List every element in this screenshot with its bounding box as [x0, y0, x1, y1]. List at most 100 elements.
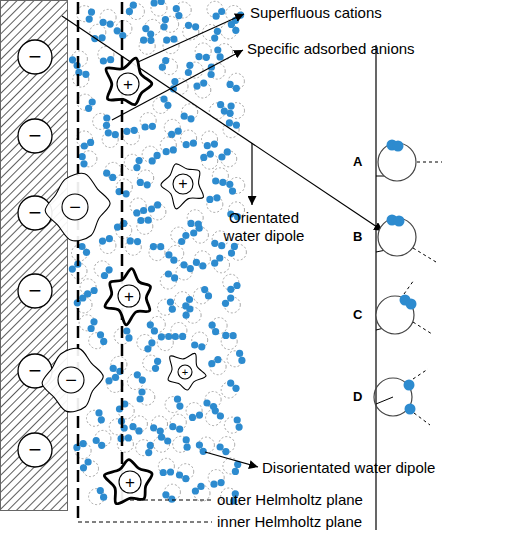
anion: − — [41, 348, 105, 412]
hydrogen-dot — [222, 332, 229, 339]
water-dipole — [191, 332, 208, 350]
hydrogen-dot — [169, 423, 176, 430]
ion-core — [178, 365, 192, 379]
hydrogen-dot — [149, 157, 156, 164]
water-dipole — [137, 388, 155, 405]
hydrogen-dot — [164, 437, 171, 444]
hydrogen-dot — [150, 243, 157, 250]
hydrogen-dot — [138, 388, 145, 395]
hydrogen-dot — [218, 479, 225, 486]
ion-core — [62, 194, 88, 220]
charge-sign: + — [178, 176, 187, 192]
water-dipole — [143, 355, 161, 372]
water-dipole — [110, 356, 127, 375]
hydrogen-dot — [170, 36, 177, 43]
water-dipole — [79, 151, 97, 168]
hydrogen-dot — [109, 174, 116, 181]
hydrogen-dot — [199, 262, 206, 269]
charge-sign: − — [65, 370, 77, 390]
hydrogen-dot — [130, 2, 137, 9]
water-dipole — [228, 243, 247, 260]
hydrogen-dot — [148, 339, 155, 346]
hydrogen-dot — [164, 102, 171, 109]
hydrogen-dot — [90, 318, 97, 325]
cation: + — [101, 57, 155, 111]
water-dipole — [99, 235, 116, 253]
hydrogen-dot — [206, 196, 213, 203]
dipole-axis — [417, 162, 442, 163]
hydrogen-dot — [196, 441, 203, 448]
water-dipole — [226, 178, 245, 195]
hydrogen-dot — [85, 105, 92, 112]
hydrogen-dot — [217, 53, 224, 60]
cation-shell — [168, 353, 206, 390]
text-holder: − — [18, 119, 52, 153]
node-shape — [161, 164, 204, 209]
hydrogen-dot — [154, 152, 161, 159]
hydrogen-dot — [142, 123, 149, 130]
dipole-axis — [404, 280, 414, 294]
water-dipole — [160, 270, 178, 289]
water-dipole — [203, 392, 221, 411]
node-shape — [42, 348, 103, 412]
water-dipole — [221, 332, 237, 350]
hydrogen-dot — [211, 240, 218, 247]
hydrogen-dot — [162, 57, 169, 64]
water-dipole — [160, 137, 177, 155]
hydrogen-dot — [185, 22, 192, 29]
hydrogen-dot — [69, 56, 76, 63]
dipole-axis — [413, 322, 432, 334]
water-dipole — [222, 295, 240, 313]
water-dipole — [176, 261, 194, 280]
hydrogen-dot — [187, 265, 194, 272]
node-shape — [168, 353, 206, 390]
water-dipole — [126, 2, 145, 20]
hydrogen-dot — [232, 468, 239, 475]
text-holder: + — [157, 158, 209, 210]
hydrogen-dot — [219, 179, 226, 186]
water-dipole — [116, 400, 134, 419]
dipole-axis — [413, 369, 428, 379]
hydrogen-dot — [208, 360, 215, 367]
cation: + — [100, 267, 158, 325]
node-shape — [18, 274, 52, 308]
hydrogen-dot — [162, 16, 169, 23]
hydrogen-dot — [86, 16, 93, 23]
hydrogen-dot — [232, 385, 239, 392]
hydrogen-dot — [173, 5, 180, 12]
hydrogen-dot — [191, 341, 198, 348]
hydrogen-dot — [228, 103, 235, 110]
hydrogen-dot — [394, 216, 405, 227]
hydrogen-dot — [170, 257, 177, 264]
hydrogen-dot — [106, 266, 113, 273]
hydrogen-dot — [79, 153, 86, 160]
callout-label: Superfluous cations — [250, 4, 382, 22]
text-holder: + — [103, 455, 157, 509]
water-dipole — [223, 458, 241, 475]
hydrogen-dot — [228, 250, 235, 257]
hydrogen-dot — [97, 487, 104, 494]
ion-core — [173, 174, 193, 194]
hydrogen-dot — [105, 129, 112, 136]
hydrogen-dot — [97, 331, 104, 338]
hydrogen-dot — [148, 205, 155, 212]
hydrogen-dot — [233, 282, 240, 289]
water-dipole — [181, 130, 197, 148]
hydrogen-dot — [101, 272, 108, 279]
node-shape — [106, 58, 152, 105]
hydrogen-dot — [125, 334, 132, 341]
water-dipole — [87, 409, 105, 426]
hydrogen-dot — [158, 0, 165, 5]
hydrogen-dot — [203, 54, 210, 61]
hydrogen-dot — [114, 27, 121, 34]
orientation-letter: D — [353, 388, 362, 406]
hydrogen-dot — [234, 416, 241, 423]
water-dipole — [171, 323, 187, 341]
charge-circle — [18, 40, 52, 74]
hydrogen-dot — [98, 416, 105, 423]
hydrogen-dot — [201, 286, 208, 293]
hydrogen-dot — [100, 494, 107, 501]
hydrogen-dot — [98, 442, 105, 449]
water-dipole — [147, 317, 166, 335]
hydrogen-dot — [190, 229, 197, 236]
